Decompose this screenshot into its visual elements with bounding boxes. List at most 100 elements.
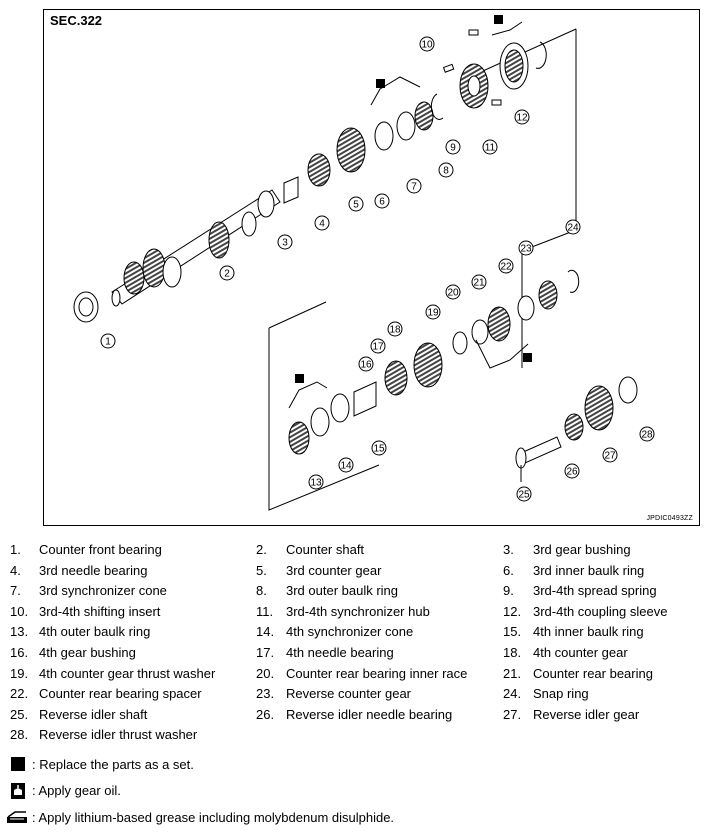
callout-number: 11 [485,143,496,154]
part-number: 21. [503,665,522,681]
oil-can-icon [11,783,25,799]
callout-number: 12 [516,113,528,124]
part-name: Counter rear bearing spacer [39,686,202,702]
part-name: 4th synchronizer cone [286,624,414,640]
set-marker [523,353,532,362]
part-number: 4. [10,562,21,578]
reverse-idler-thrust-washer [618,376,638,404]
part-name: 4th inner baulk ring [533,624,644,640]
callout-number: 22 [500,262,512,273]
callout-number: 10 [421,40,433,51]
part-name: 3rd outer baulk ring [286,583,399,599]
callout-14: 14 [338,457,354,473]
callout-number: 15 [373,444,385,455]
part-number: 27. [503,706,522,722]
fourth-counter-gear [413,342,443,388]
set-bracket-3rd [370,76,421,106]
callout-number: 14 [340,461,352,472]
callout-17: 17 [370,338,386,354]
set-bracket-4th [288,381,328,409]
set-bracket-sync [491,21,523,36]
part-number: 25. [10,706,29,722]
part-number: 5. [256,562,267,578]
callout-number: 9 [450,143,456,154]
callout-number: 20 [447,288,459,299]
callout-number: 1 [105,337,111,348]
part-number: 16. [10,645,29,660]
fourth-synchronizer-cone [310,407,330,437]
third-inner-baulk-ring [374,121,394,151]
callout-28: 28 [639,426,655,442]
part-number: 1. [10,542,21,557]
part-number: 22. [10,686,29,702]
part-number: 26. [256,706,275,722]
callout-number: 6 [379,197,385,208]
callout-16: 16 [358,356,374,372]
rear-bearing-inner-race [471,319,489,345]
callout-15: 15 [371,440,387,456]
callout-21: 21 [471,274,487,290]
note-oil-text: : Apply gear oil. [32,783,121,798]
callout-number: 13 [310,478,322,489]
reverse-idler-shaft [520,436,562,464]
third-counter-gear [336,127,366,173]
part-name: 3rd-4th shifting insert [39,603,161,619]
callout-23: 23 [518,240,534,256]
part-name: 4th outer baulk ring [39,624,151,640]
rear-bearing-spacer [517,295,535,321]
part-name: 3rd synchronizer cone [39,583,167,599]
part-number: 19. [10,665,29,681]
callout-number: 2 [224,269,230,280]
callout-25: 25 [516,486,532,502]
callout-19: 19 [425,304,441,320]
callout-4: 4 [314,215,330,231]
part-name: 3rd-4th spread spring [533,583,657,599]
exploded-view-diagram: SEC.322 JPDIC0493ZZ [43,9,700,526]
part-number: 20. [256,665,275,681]
callout-number: 25 [518,490,530,501]
spread-spring-left [430,93,444,120]
set-bracket-rear [475,339,529,369]
callout-13: 13 [308,474,324,490]
third-needle-bearing [307,153,331,187]
callout-number: 8 [443,166,449,177]
note-grease-text: : Apply lithium-based grease including m… [32,810,395,825]
callout-3: 3 [277,234,293,250]
callout-22: 22 [498,258,514,274]
callout-8: 8 [438,162,454,178]
callout-7: 7 [406,178,422,194]
parts-drawing: 1234567891011121314151617181920212223242… [73,15,655,511]
part-name: 4th counter gear [533,645,628,660]
third-synchronizer-cone [396,111,416,141]
part-name: Reverse idler needle bearing [286,706,453,722]
third-gear-bushing [283,176,299,204]
callout-24: 24 [565,219,581,235]
part-number: 7. [10,583,21,599]
callout-18: 18 [387,321,403,337]
callout-number: 21 [473,278,485,289]
callout-number: 24 [567,223,579,234]
callout-5: 5 [348,196,364,212]
fourth-inner-baulk-ring [330,393,350,423]
counter-shaft [111,189,281,307]
part-number: 24. [503,686,522,702]
part-number: 28. [10,727,29,743]
set-marker [295,374,304,383]
counter-front-bearing [73,291,99,323]
part-name: 3rd inner baulk ring [533,562,645,578]
part-name: Reverse idler shaft [39,706,148,722]
part-number: 15. [503,624,522,640]
part-name: Counter shaft [286,542,365,557]
callout-number: 26 [566,467,578,478]
reverse-counter-gear [538,280,558,310]
reverse-idler-gear [584,385,614,431]
callout-20: 20 [445,284,461,300]
callout-11: 11 [482,139,498,155]
part-name: Counter rear bearing inner race [286,665,468,681]
callout-27: 27 [602,447,618,463]
part-name: Counter front bearing [39,542,162,557]
callout-number: 4 [319,219,325,230]
part-number: 6. [503,562,514,578]
part-name: Counter rear bearing [533,665,653,681]
section-label: SEC.322 [50,13,103,28]
